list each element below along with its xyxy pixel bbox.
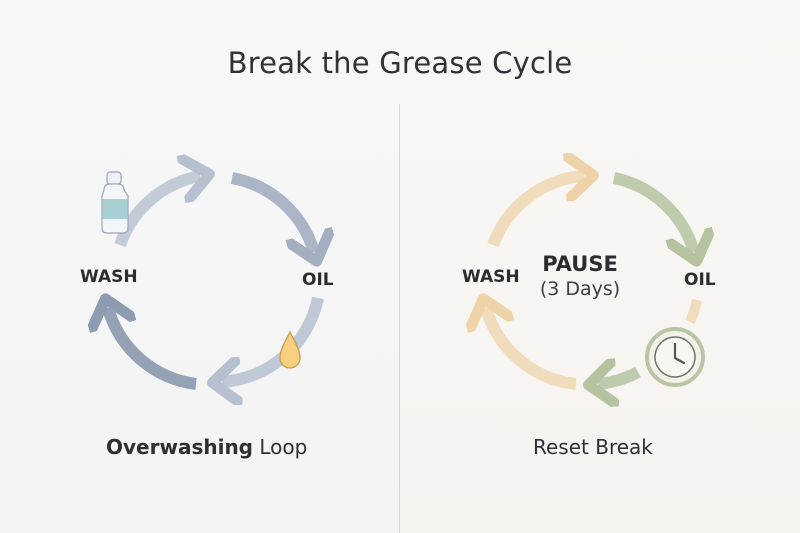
- oil-drop-icon: [279, 330, 301, 369]
- right-panel-background: [400, 0, 800, 533]
- shampoo-bottle-icon: [101, 171, 129, 234]
- left-wash-label: WASH: [80, 267, 138, 287]
- page-title: Break the Grease Cycle: [227, 46, 573, 80]
- left-caption: Overwashing Loop: [106, 435, 307, 459]
- right-caption: Reset Break: [533, 435, 653, 459]
- right-oil-label: OIL: [684, 270, 716, 290]
- right-wash-label: WASH: [462, 267, 520, 287]
- left-oil-label: OIL: [302, 270, 334, 290]
- left-caption-rest: Loop: [253, 435, 308, 459]
- pause-subtitle: (3 Days): [539, 278, 621, 300]
- reset-break-arrows: [486, 176, 697, 384]
- panel-divider: [399, 104, 400, 533]
- clock-icon: [645, 327, 705, 387]
- pause-center-text: PAUSE (3 Days): [520, 252, 640, 300]
- left-caption-bold: Overwashing: [106, 435, 253, 459]
- pause-title: PAUSE: [542, 252, 618, 276]
